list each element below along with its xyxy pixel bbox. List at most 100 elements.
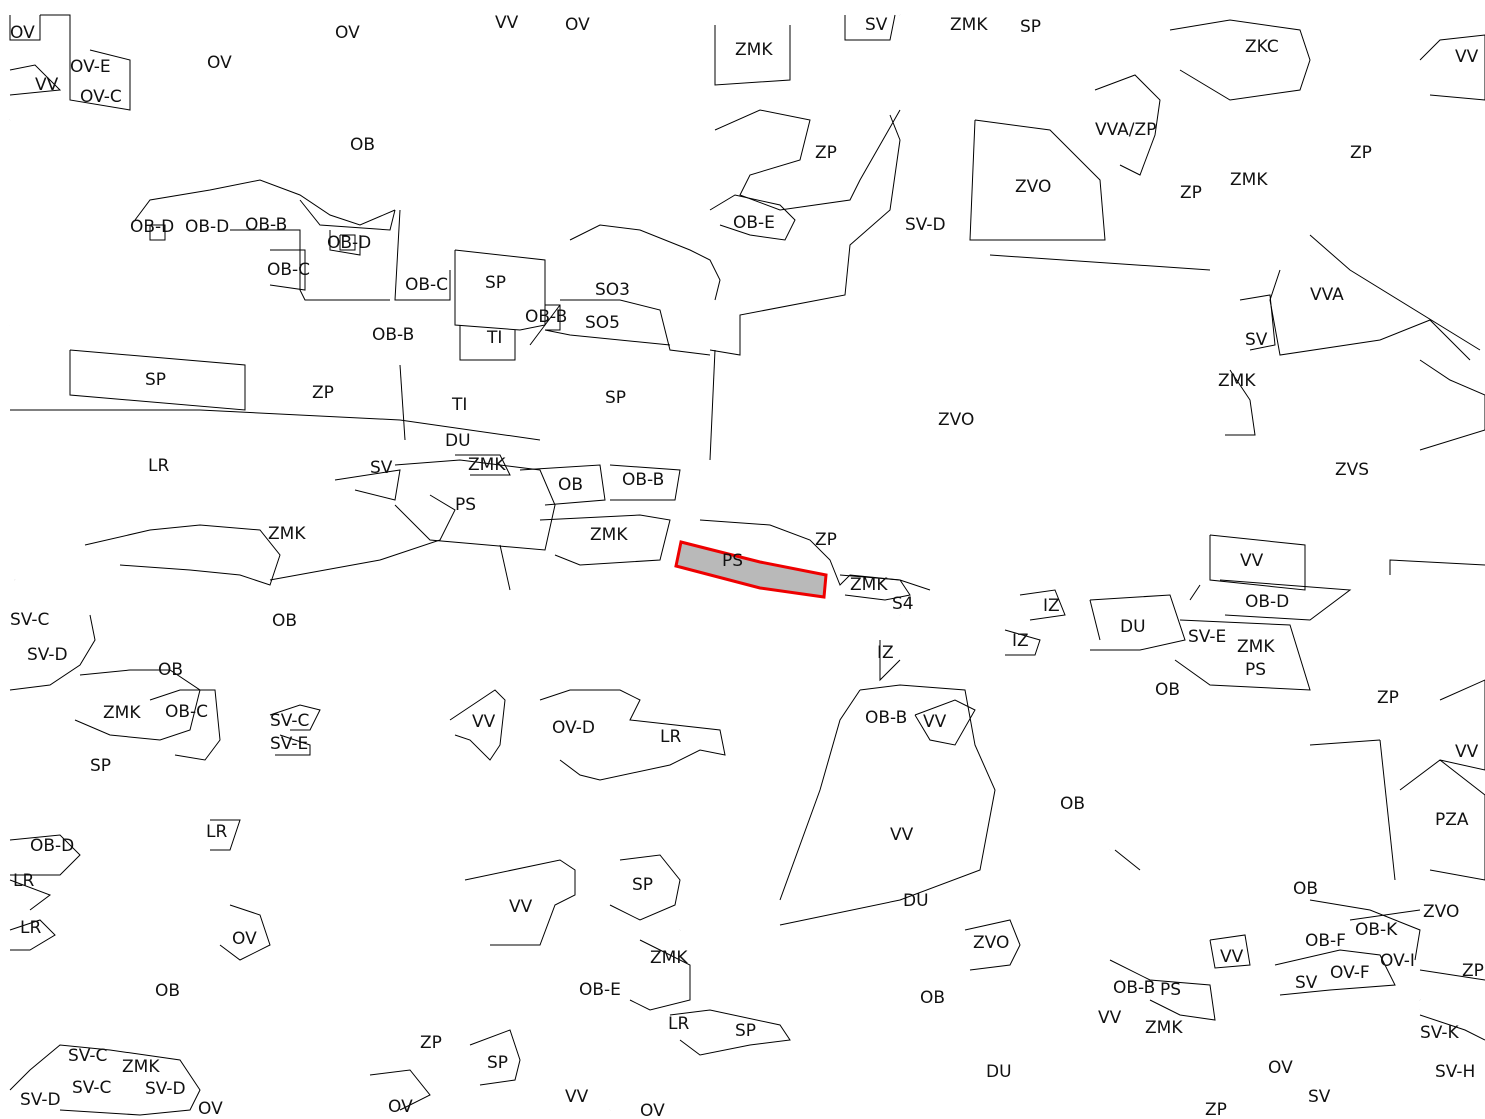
zone-label: SV [370,458,393,478]
zone-label: SV-K [1420,1023,1460,1043]
zone-label: VVA/ZP [1095,120,1156,140]
zone-label: OB [920,988,945,1008]
zone-label: OB-E [579,980,621,1000]
zone-label: SP [632,875,653,895]
zone-label: PS [1160,980,1181,1000]
zone-label: OB-B [525,307,567,327]
selected-parcel-label: PS [722,551,743,571]
zone-label: OB-D [30,836,74,856]
zone-label: S4 [892,594,914,614]
zone-label: OB [272,611,297,631]
selected-parcel[interactable] [674,540,828,599]
zone-label: OB-F [1305,931,1346,951]
zone-label: SV-C [68,1046,107,1066]
zone-label: ZVO [1423,902,1459,922]
zone-label: PS [1245,660,1266,680]
zone-label: OB [158,660,183,680]
zone-label: OV [388,1097,413,1117]
zone-label: DU [445,431,471,451]
zone-label: LR [206,822,227,842]
zone-label: VV [1220,947,1244,967]
zone-label: PS [455,495,476,515]
zone-label: DU [1120,617,1146,637]
zone-label: LR [668,1014,689,1034]
zone-label: OB-D [1245,592,1289,612]
zone-label: ZMK [735,40,773,60]
zone-label: OB-C [267,260,310,280]
zone-label: OV [232,929,257,949]
zone-label: ZP [815,143,837,163]
zone-label: OV [10,23,35,43]
zone-label: OB-C [405,275,448,295]
zone-label: OB-C [165,702,208,722]
zone-label: DU [986,1062,1012,1082]
zone-label: OB [155,981,180,1001]
zone-label: ZVO [938,410,974,430]
zone-label: LR [148,456,169,476]
zone-label: TI [451,395,467,415]
zone-label: OB-B [1113,978,1155,998]
zone-label: SO3 [595,280,630,300]
zone-label: ZMK [268,524,306,544]
zone-label: SV-C [72,1078,111,1098]
zone-label: SV-C [270,711,309,731]
zone-label: VV [509,897,533,917]
zone-label: SV [865,15,888,35]
zone-label: SP [90,756,111,776]
zone-label: LR [13,871,34,891]
zone-label: OV [207,53,232,73]
zone-label: SP [735,1021,756,1041]
zone-label: OB-B [245,215,287,235]
zone-label: ZMK [950,15,988,35]
zone-label: OB-D [327,233,371,253]
zone-label: ZMK [1237,637,1275,657]
zone-label: ZP [1377,688,1399,708]
zone-label: ZVS [1335,460,1369,480]
zone-label: SP [485,273,506,293]
zone-label: SV-E [270,734,308,754]
zone-label: OB-B [622,470,664,490]
zone-label: SP [487,1053,508,1073]
zone-label: SV [1295,973,1318,993]
zone-label: VV [1455,742,1479,762]
zone-label: OB-D [185,217,229,237]
zone-label: IZ [877,643,894,663]
zone-label: OV [565,15,590,35]
zone-label: IZ [1043,596,1060,616]
zone-label: LR [660,727,681,747]
zone-label: OB [558,475,583,495]
zone-label: SO5 [585,313,620,333]
zone-label: ZMK [1145,1018,1183,1038]
zone-label: OV [1268,1058,1293,1078]
zone-label: SV-E [1188,627,1226,647]
parcel-outlines [9,14,1485,1116]
zone-label: VV [35,75,59,95]
zone-label: ZKC [1245,37,1279,57]
zone-label: ZVO [973,933,1009,953]
zone-label: VV [890,825,914,845]
zone-label: ZMK [590,525,628,545]
zone-label: ZMK [468,455,506,475]
zone-label: OB [1155,680,1180,700]
zone-label: ZP [312,383,334,403]
zone-label: ZP [420,1033,442,1053]
zone-label: ZMK [650,948,688,968]
zone-label: ZMK [1218,371,1256,391]
zone-label: SV-C [10,610,49,630]
zone-label: OV-E [70,57,111,77]
zone-label: OV [198,1099,223,1119]
zone-label: OV-F [1330,963,1370,983]
zone-label: OV-C [80,87,122,107]
zone-label: ZP [1350,143,1372,163]
zone-label: OV [640,1101,665,1119]
zone-label: ZVO [1015,177,1051,197]
zone-labels: OV OV VV OV OV-E VV OV-C OV ZMK SV ZMK SP ZKC VV OB ZP V… [10,13,1484,1119]
zone-label: OB-K [1355,920,1398,940]
zone-label: OB-E [733,213,775,233]
zone-label: PZA [1435,810,1469,830]
zone-label: SP [605,388,626,408]
zone-label: OV [335,23,360,43]
zone-label: SV [1308,1087,1331,1107]
